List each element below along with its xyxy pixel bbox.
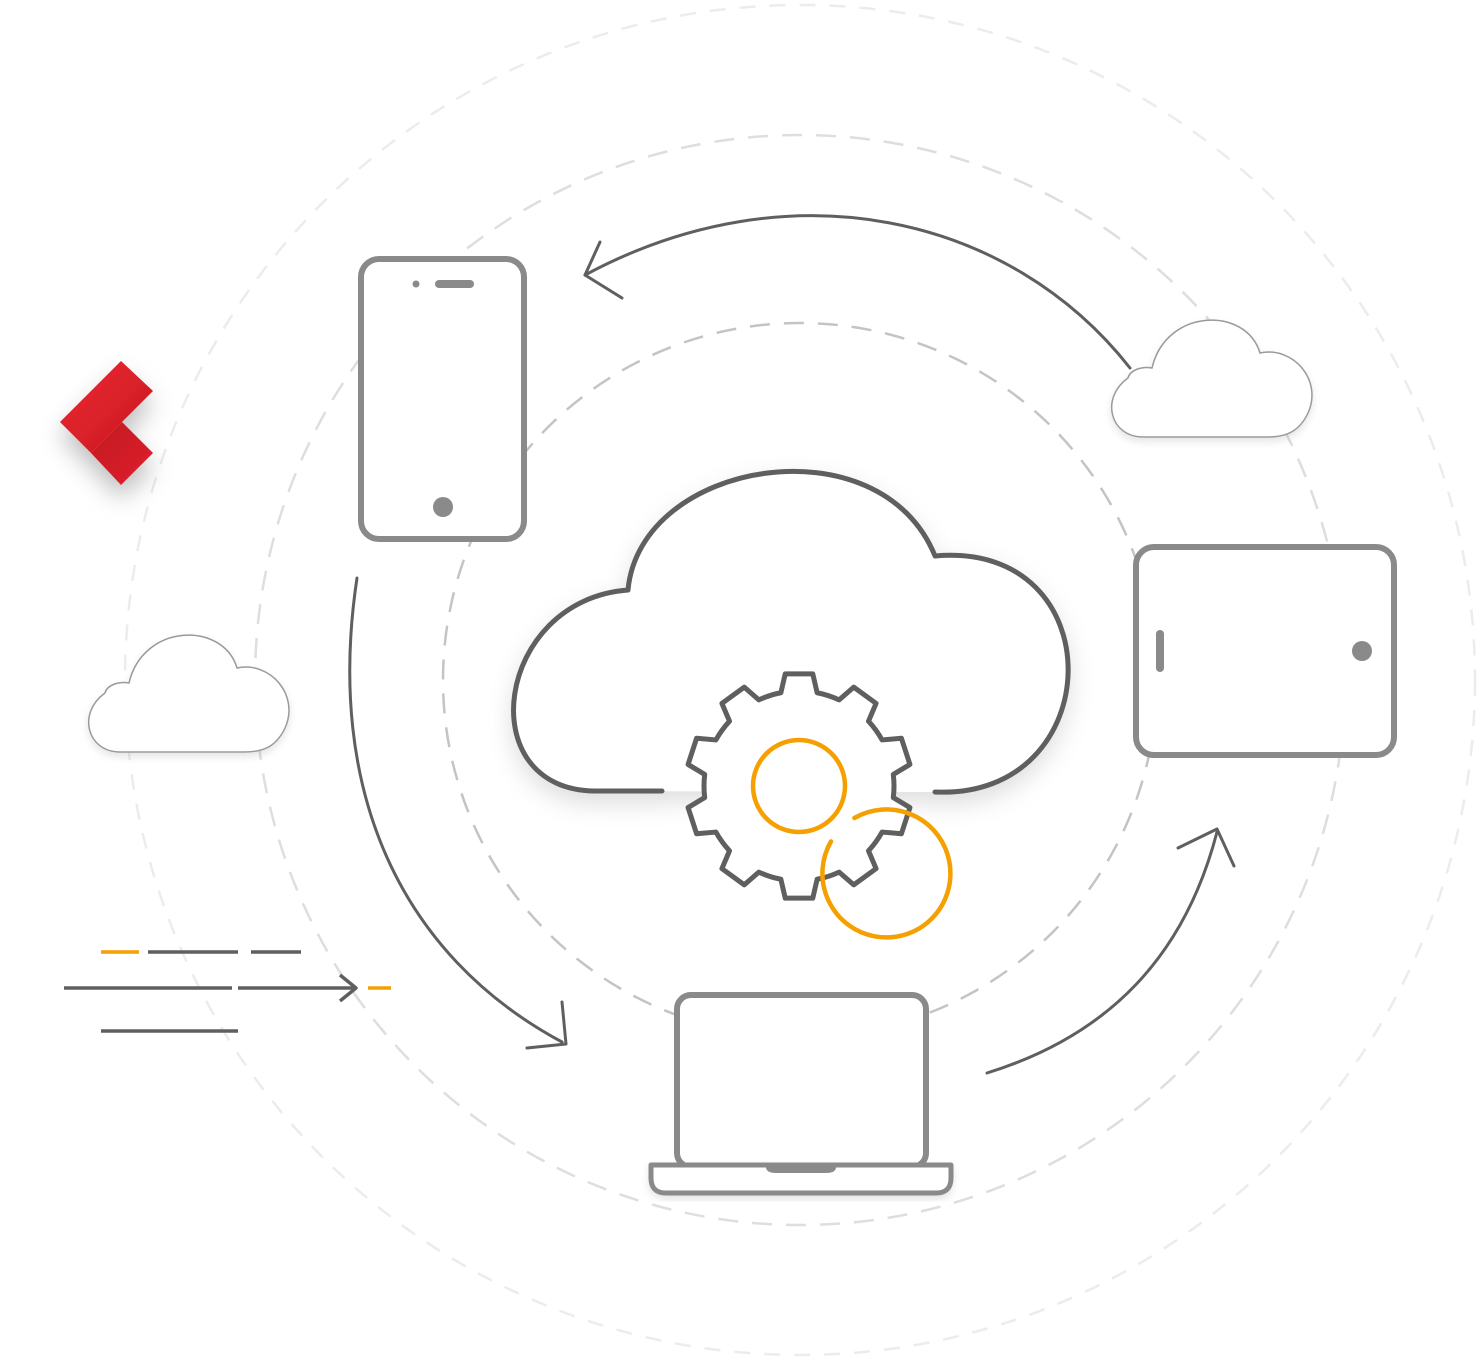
outer-dashed-ring [123, 3, 1477, 1357]
tablet-home-button [1352, 641, 1372, 661]
phone-home-button [433, 497, 453, 517]
laptop-notch [766, 1165, 836, 1173]
cycle-arrows [348, 214, 1236, 1075]
tablet-side-button [1156, 630, 1164, 672]
cloud-icon [88, 634, 290, 753]
laptop-base [648, 1162, 954, 1196]
arrow-laptop-to-tablet [985, 827, 1236, 1075]
speed-lines-icon [64, 950, 391, 1033]
brand-logo-icon [60, 361, 153, 485]
gear-icon [685, 671, 953, 940]
gear-inner-ring-accent [750, 737, 848, 835]
phone-camera-dot [412, 280, 420, 288]
tablet-icon [1133, 544, 1397, 758]
arrow-cloud-to-phone [583, 214, 1132, 370]
central-cloud-icon [511, 468, 1071, 795]
smartphone-icon [358, 256, 527, 542]
cloud-with-gear-icon [511, 468, 1071, 940]
cloud-icon [1111, 319, 1313, 438]
arrow-phone-to-laptop [348, 576, 568, 1050]
gear-outer-arc-accent [820, 807, 953, 940]
phone-speaker [435, 280, 474, 288]
laptop-screen [674, 992, 929, 1170]
laptop-icon [648, 992, 954, 1196]
